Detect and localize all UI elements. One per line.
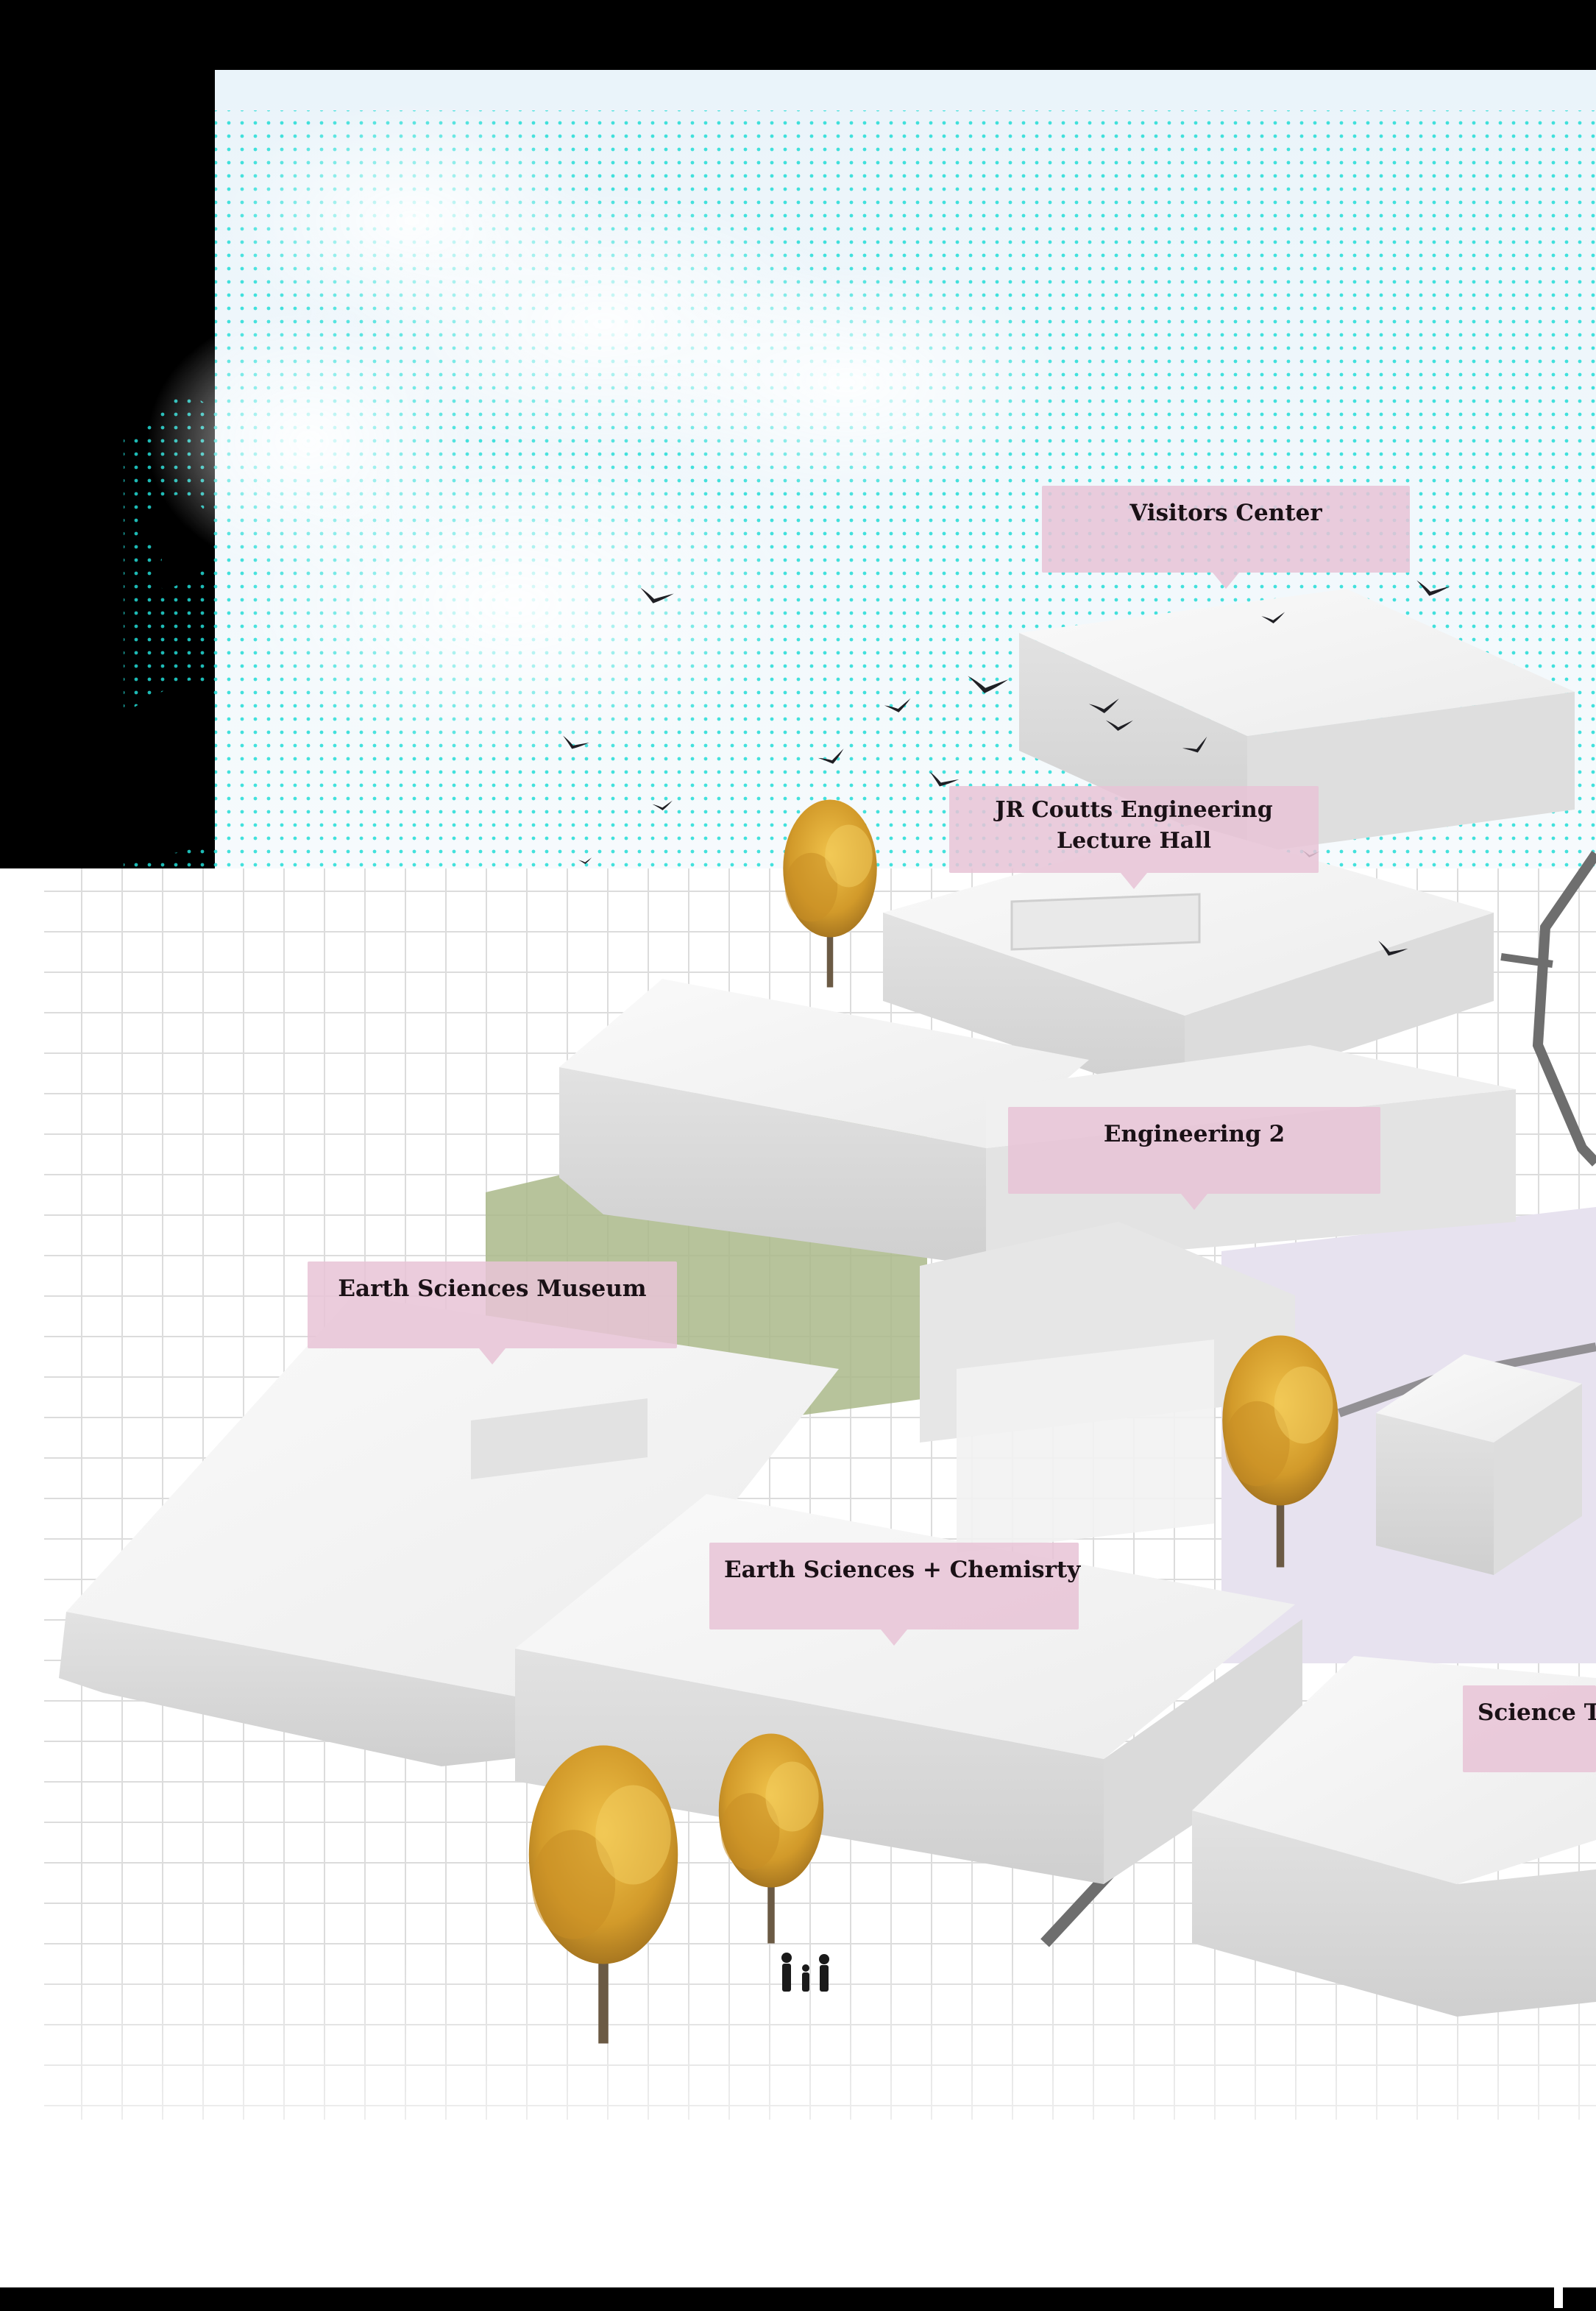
bottom-border (0, 2287, 1596, 2308)
label-text-line-2: Lecture Hall (1056, 828, 1212, 854)
label-visitors-center: Visitors Center (1042, 486, 1410, 589)
label-text-line-1: JR Coutts Engineering (995, 797, 1273, 823)
label-text: Engineering 2 (1103, 1121, 1285, 1147)
pathway (1532, 851, 1596, 1167)
label-text: Visitors Center (1129, 500, 1322, 526)
label-science-t: Science T (1463, 1685, 1596, 1772)
label-earth-sciences-chemistry: Earth Sciences + Chemisrty (709, 1543, 1081, 1646)
label-text: Earth Sciences + Chemisrty (724, 1557, 1081, 1583)
cloud-icon (147, 103, 1067, 765)
label-engineering-2: Engineering 2 (1008, 1107, 1380, 1210)
ink-splash-icon (0, 0, 215, 446)
building-plaza-block (1376, 1354, 1582, 1575)
label-text: Science T (1478, 1699, 1596, 1726)
label-text: Earth Sciences Museum (338, 1275, 647, 1302)
label-earth-sciences-museum: Earth Sciences Museum (308, 1261, 677, 1365)
label-jr-coutts-engineering-lecture-hall: JR Coutts Engineering Lecture Hall (949, 786, 1319, 889)
people-silhouette-icon (781, 1953, 829, 1992)
